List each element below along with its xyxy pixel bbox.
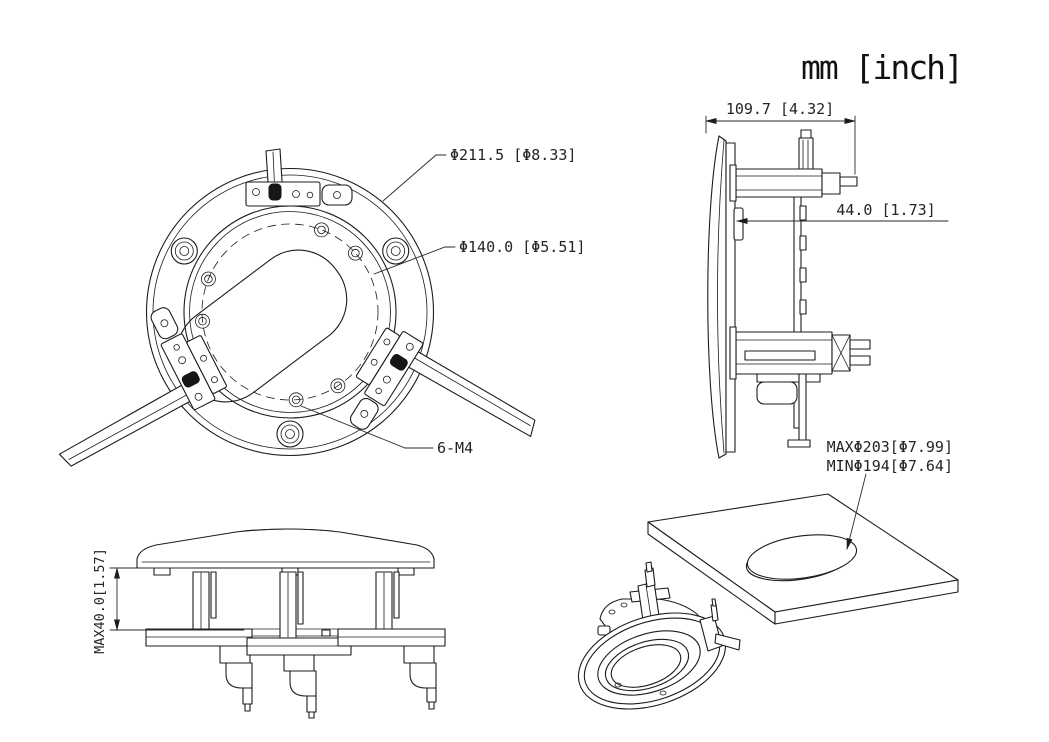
label-recess-depth: 44.0 [1.73]: [836, 201, 935, 219]
units-label: mm [inch]: [801, 48, 962, 87]
leader-hole-size: [846, 473, 867, 550]
label-hole-max: MAXΦ203[Φ7.99]: [827, 438, 953, 456]
label-screws: 6-M4: [437, 439, 473, 457]
elev-clamp-1: [145, 571, 253, 712]
clamp-top: [245, 148, 353, 207]
isometric-view: MAXΦ203[Φ7.99] MINΦ194[Φ7.64]: [577, 438, 959, 710]
leader-outer-diameter: [382, 154, 447, 202]
m4-screw-holes: [195, 222, 363, 408]
outer-ring-circle: [145, 167, 435, 457]
ceiling-hole: [746, 534, 858, 580]
label-total-depth: 109.7 [4.32]: [726, 100, 834, 118]
label-hole-min: MINΦ194[Φ7.64]: [827, 457, 953, 475]
label-clamp-range: MAX40.0[1.57]: [92, 548, 108, 654]
side-top-clamp: [729, 129, 858, 202]
iso-right-clamp: [699, 598, 741, 652]
leader-screws: [300, 405, 434, 449]
elev-clamp-3: [337, 571, 446, 710]
iso-bracket-ring: [577, 612, 727, 710]
mounting-holes: [170, 237, 410, 448]
clamp-lower-left: [20, 297, 231, 475]
elevation-view: MAX40.0[1.57]: [92, 528, 446, 719]
label-outer-diameter: Φ211.5 [Φ8.33]: [450, 146, 576, 164]
bolt-circle: [201, 223, 379, 401]
elev-clamp-2: [246, 571, 352, 719]
trim-ring-profile: [707, 135, 727, 459]
leader-bolt-circle: [373, 246, 456, 275]
front-view: Φ211.5 [Φ8.33] Φ140.0 [Φ5.51] 6-M4: [20, 146, 585, 509]
label-bolt-circle: Φ140.0 [Φ5.51]: [459, 238, 585, 256]
side-bottom-clamp: [729, 326, 871, 448]
clamp-lower-right: [332, 321, 543, 509]
side-view: 109.7 [4.32] 44.0 [1.73]: [705, 100, 949, 459]
